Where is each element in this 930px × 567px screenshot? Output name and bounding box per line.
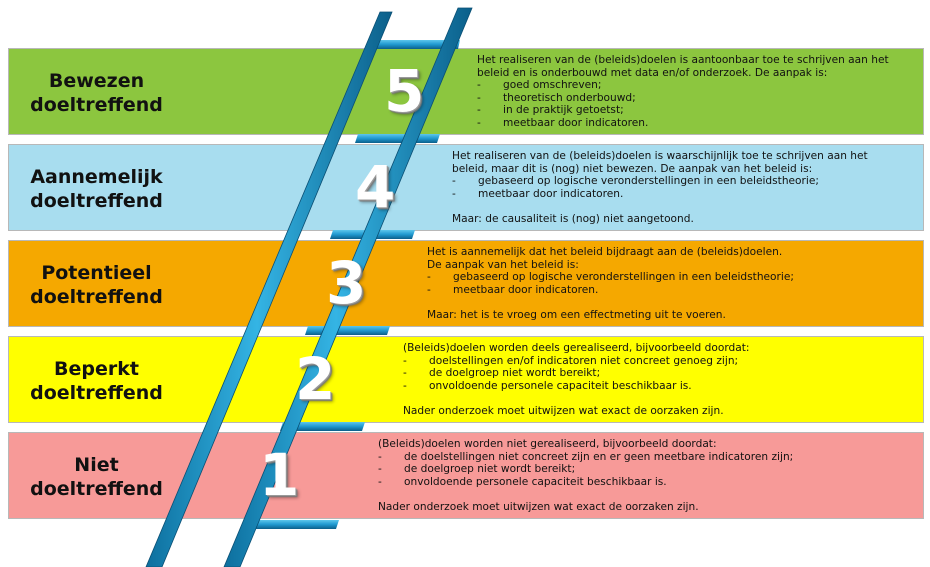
level-2-title-line2: doeltreffend [30, 382, 163, 404]
bullet-item: -onvoldoende personele capaciteit beschi… [378, 475, 667, 488]
level-2-description: (Beleids)doelen worden deels gerealiseer… [403, 342, 749, 418]
level-2-number: 2 [295, 345, 336, 413]
level-5-number: 5 [384, 57, 425, 125]
level-5-title-line1: Bewezen [48, 70, 145, 92]
bullet-item: -meetbaar door indicatoren. [477, 116, 649, 129]
level-3-number: 3 [326, 249, 367, 317]
desc-note: Nader onderzoek moet uitwijzen wat exact… [403, 404, 724, 417]
level-3-title: Potentieel doeltreffend [9, 261, 184, 309]
level-1-description: (Beleids)doelen worden niet gerealiseerd… [378, 438, 793, 514]
bullet-item: -in de praktijk getoetst; [477, 104, 624, 117]
level-1-title-line1: Niet [74, 454, 119, 476]
level-4-description: Het realiseren van de (beleids)doelen is… [452, 150, 868, 226]
ladder-rung [254, 520, 339, 529]
bullet-item: -doelstellingen en/of indicatoren niet c… [403, 354, 739, 367]
level-5-title-line2: doeltreffend [30, 94, 163, 116]
bullet-item: -gebaseerd op logische veronderstellinge… [427, 271, 794, 284]
level-5-band: Bewezen doeltreffend Het realiseren van … [8, 48, 924, 135]
desc-line: Het realiseren van de (beleids)doelen is… [477, 54, 889, 66]
level-3-band: Potentieel doeltreffend Het is aannemeli… [8, 240, 924, 327]
desc-note: Maar: de causaliteit is (nog) niet aange… [452, 212, 694, 225]
level-4-title-line1: Aannemelijk [30, 166, 163, 188]
bullet-item: -de doelgroep niet wordt bereikt; [378, 463, 576, 476]
level-1-number: 1 [259, 441, 300, 509]
desc-note: Maar: het is te vroeg om een effectmetin… [427, 308, 726, 321]
level-4-band: Aannemelijk doeltreffend Het realiseren … [8, 144, 924, 231]
desc-line: (Beleids)doelen worden deels gerealiseer… [403, 342, 750, 354]
desc-line: (Beleids)doelen worden niet gerealiseerd… [378, 438, 717, 450]
level-3-description: Het is aannemelijk dat het beleid bijdra… [427, 246, 794, 322]
bullet-item: -de doelgroep niet wordt bereikt; [403, 367, 601, 380]
bullet-item: -meetbaar door indicatoren. [427, 283, 599, 296]
level-2-band: Beperkt doeltreffend (Beleids)doelen wor… [8, 336, 924, 423]
bullet-item: -gebaseerd op logische veronderstellinge… [452, 175, 819, 188]
desc-line: beleid en is onderbouwd met data en/of o… [477, 66, 828, 79]
level-1-band: Niet doeltreffend (Beleids)doelen worden… [8, 432, 924, 519]
bullet-item: -theoretisch onderbouwd; [477, 91, 636, 104]
desc-line: beleid, maar dit is (nog) niet bewezen. … [452, 162, 813, 175]
level-4-title: Aannemelijk doeltreffend [9, 165, 184, 213]
level-2-title: Beperkt doeltreffend [9, 357, 184, 405]
level-5-title: Bewezen doeltreffend [9, 69, 184, 117]
level-1-title: Niet doeltreffend [9, 453, 184, 501]
desc-line: Het realiseren van de (beleids)doelen is… [452, 150, 868, 162]
level-3-title-line2: doeltreffend [30, 286, 163, 308]
ladder-rung [280, 422, 365, 431]
desc-line: De aanpak van het beleid is: [427, 258, 579, 271]
bullet-item: -onvoldoende personele capaciteit beschi… [403, 379, 692, 392]
desc-line: Het is aannemelijk dat het beleid bijdra… [427, 246, 783, 258]
bullet-item: -meetbaar door indicatoren. [452, 187, 624, 200]
level-2-title-line1: Beperkt [54, 358, 139, 380]
level-1-title-line2: doeltreffend [30, 478, 163, 500]
ladder-rung [355, 134, 440, 143]
level-4-number: 4 [355, 153, 396, 221]
ladder-rung [305, 326, 390, 335]
bullet-item: -goed omschreven; [477, 79, 602, 92]
level-4-title-line2: doeltreffend [30, 190, 163, 212]
level-5-description: Het realiseren van de (beleids)doelen is… [477, 54, 889, 130]
level-3-title-line1: Potentieel [41, 262, 152, 284]
desc-note: Nader onderzoek moet uitwijzen wat exact… [378, 500, 699, 513]
ladder-rung [330, 230, 415, 239]
bullet-item: -de doelstellingen niet concreet zijn en… [378, 450, 794, 463]
